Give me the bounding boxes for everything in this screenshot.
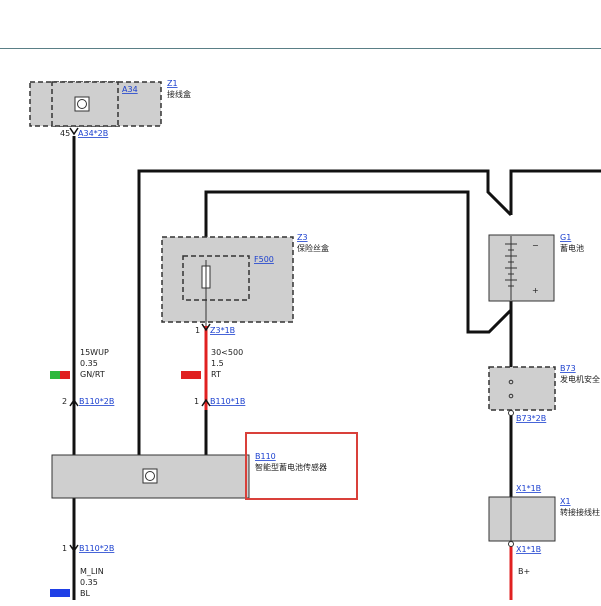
red-wires [204, 326, 513, 600]
wire-lin-label: M_LIN 0.35 BL [50, 567, 104, 598]
g1-plus: + [532, 286, 539, 295]
b73-name: 发电机安全 [560, 374, 600, 384]
wire-30-label: 30<500 1.5 RT [181, 348, 243, 379]
b110-pin-b: 1 [194, 397, 199, 406]
g1-name: 蓄电池 [560, 243, 584, 253]
wire-top-right[interactable] [509, 169, 601, 215]
b110-name: 智能型蓄电池传感器 [255, 462, 327, 472]
wlin-gauge: 0.35 [80, 578, 98, 587]
arrow-b110-b [201, 398, 211, 407]
x1-box [488, 496, 556, 542]
x1-connector-dot [508, 541, 514, 547]
b73-connector-dot [508, 410, 514, 416]
g1-component[interactable]: − + G1 蓄电池 [488, 233, 584, 302]
z3-pin: 1 [195, 326, 200, 335]
b73-junction-bottom [508, 393, 514, 399]
b110-device-icon-circle [145, 471, 155, 481]
b110-connector-c[interactable]: B110*2B [79, 544, 114, 553]
b110-ref[interactable]: B110 [255, 452, 276, 461]
x1-connector-top[interactable]: X1*1B [516, 484, 541, 493]
z3-ref[interactable]: Z3 [297, 233, 308, 242]
w15wup-color: GN/RT [80, 370, 105, 379]
connector-arrows [69, 127, 211, 553]
arrow-a34 [69, 127, 79, 136]
b73-box [488, 366, 556, 411]
wire-z3-loop[interactable] [204, 190, 513, 334]
black-wires [72, 136, 601, 600]
a34-ref[interactable]: A34 [122, 85, 138, 94]
z3-name: 保险丝盒 [297, 243, 329, 253]
top-bar [0, 0, 601, 49]
g1-ref[interactable]: G1 [560, 233, 571, 242]
z1-name: 接线盒 [167, 89, 191, 99]
w30-signal: 30<500 [211, 348, 243, 357]
g1-minus: − [532, 241, 539, 250]
w30-color: RT [211, 370, 221, 379]
b110-pin-a: 2 [62, 397, 67, 406]
f500-box [182, 255, 250, 301]
z1-ref[interactable]: Z1 [167, 79, 178, 88]
w15wup-swatch-red [60, 371, 70, 379]
b73-ref[interactable]: B73 [560, 364, 576, 373]
a34-pin: 45 [60, 129, 70, 138]
w15wup-swatch-green [50, 371, 60, 379]
b73-component[interactable]: B73 发电机安全 B73*2B [488, 364, 600, 423]
a34-device-icon-circle [77, 99, 87, 109]
z3-box [161, 236, 294, 323]
wlin-swatch-blue [50, 589, 70, 597]
wire-b110-to-top-loop[interactable] [137, 169, 513, 455]
g1-box [488, 234, 555, 302]
wire-15wup-label: 15WUP 0.35 GN/RT [50, 348, 109, 379]
x1-connector-bottom[interactable]: X1*1B [516, 545, 541, 554]
a34-connector[interactable]: A34*2B [78, 129, 108, 138]
wlin-signal: M_LIN [80, 567, 104, 576]
a34-component[interactable]: A34 Z1 接线盒 45 A34*2B [29, 79, 191, 138]
b110-component[interactable]: B110 智能型蓄电池传感器 2 B110*2B 1 B110*1B 1 B11… [51, 397, 358, 553]
b73-junction-top [508, 379, 514, 385]
w30-swatch-red [181, 371, 201, 379]
bplus-signal: B+ [518, 567, 530, 576]
b110-connector-a[interactable]: B110*2B [79, 397, 114, 406]
x1-ref[interactable]: X1 [560, 497, 571, 506]
b110-pin-c: 1 [62, 544, 67, 553]
b110-connector-b[interactable]: B110*1B [210, 397, 245, 406]
w30-gauge: 1.5 [211, 359, 224, 368]
arrow-b110-c [69, 544, 79, 553]
w15wup-signal: 15WUP [80, 348, 109, 357]
x1-name: 转接接线柱 [560, 507, 600, 517]
wlin-color: BL [80, 589, 90, 598]
x1-component[interactable]: X1*1B X1 转接接线柱 X1*1B B+ [488, 484, 600, 576]
arrow-z3 [201, 323, 211, 332]
arrow-b110-a [69, 398, 79, 407]
b73-connector[interactable]: B73*2B [516, 414, 546, 423]
w15wup-gauge: 0.35 [80, 359, 98, 368]
b110-highlight-frame[interactable] [245, 432, 358, 500]
f500-ref[interactable]: F500 [254, 255, 274, 264]
z3-connector[interactable]: Z3*1B [210, 326, 235, 335]
battery-icon [505, 236, 517, 300]
z3-component[interactable]: F500 Z3 保险丝盒 1 Z3*1B [161, 233, 329, 335]
